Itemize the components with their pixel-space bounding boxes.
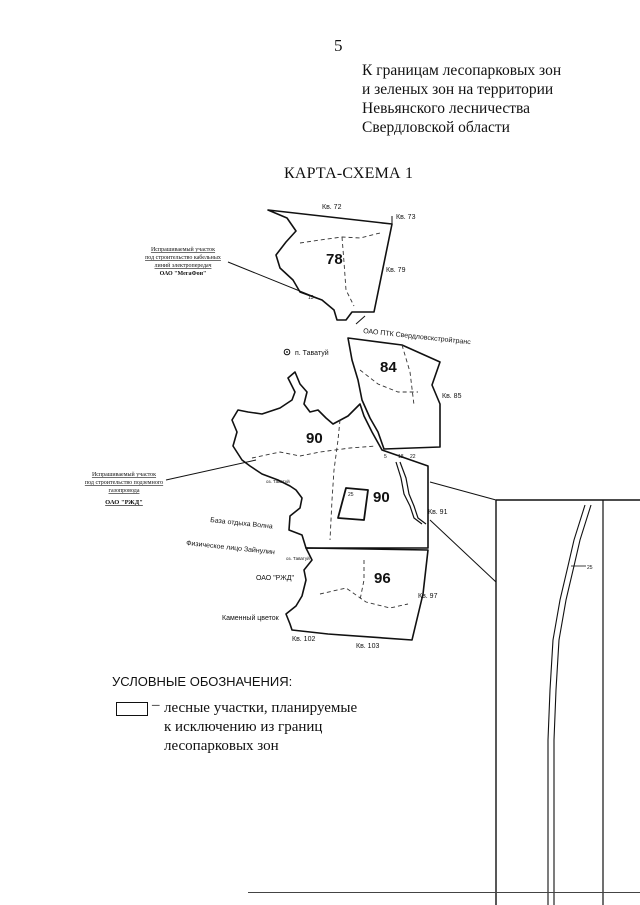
legend-line-1: лесные участки, планируемые bbox=[164, 700, 358, 716]
excluded-parcel-25 bbox=[337, 487, 369, 521]
label-kv85: Кв. 85 bbox=[442, 393, 462, 400]
quarter-90-internal-line-2 bbox=[329, 419, 341, 541]
label-rzd: ОАО "РЖД" bbox=[256, 575, 294, 582]
cable-callout-line-1: Испрашиваемый участок bbox=[151, 246, 215, 253]
heading-line-3: Невьянского лесничества bbox=[362, 100, 531, 117]
pipe-callout-line-4: ОАО "РЖД" bbox=[105, 499, 143, 506]
railway-line bbox=[395, 461, 423, 525]
pipe-callout-line-3: газопровода bbox=[108, 488, 139, 494]
label-kv103: Кв. 103 bbox=[356, 643, 379, 650]
tavatuy-settlement-icon bbox=[283, 348, 291, 356]
quarter-90-boundary bbox=[231, 371, 429, 549]
pipe-callout-line-1: Испрашиваемый участок bbox=[92, 471, 156, 478]
label-quarter-84: 84 bbox=[380, 359, 397, 376]
label-num-13: 13 bbox=[308, 295, 314, 301]
label-num-18: 18 bbox=[398, 454, 404, 460]
pipe-callout-line-2: под строительство подземного bbox=[85, 480, 163, 486]
tavatuy-settlement-dot bbox=[286, 351, 288, 353]
label-kv97: Кв. 97 bbox=[418, 593, 438, 600]
quarter-78-internal-line-2 bbox=[341, 236, 355, 307]
label-quarter-90: 90 bbox=[306, 430, 323, 447]
zoom-pointer-top bbox=[429, 481, 497, 501]
legend-swatch-icon bbox=[116, 702, 148, 716]
heading-line-1: К границам лесопарковых зон bbox=[362, 62, 562, 79]
label-kv102: Кв. 102 bbox=[292, 636, 315, 643]
label-quarter-96: 96 bbox=[374, 570, 391, 587]
bottom-rule bbox=[248, 892, 640, 893]
quarter-90-internal-line bbox=[251, 445, 377, 459]
label-inset-25: 25 bbox=[587, 565, 593, 571]
label-kv79: Кв. 79 bbox=[386, 267, 406, 274]
cable-callout-line-3: линий электропередач bbox=[155, 262, 212, 269]
legend-line-3: лесопарковых зон bbox=[164, 738, 279, 754]
quarter-84-boundary bbox=[347, 337, 441, 450]
label-lake-1: оз. Таватуй bbox=[266, 478, 290, 484]
cable-callout-line-4: ОАО "МегаФон" bbox=[160, 271, 207, 277]
quarter-78-internal-line bbox=[299, 232, 381, 244]
label-kv73: Кв. 73 bbox=[396, 214, 416, 221]
legend-dash: – bbox=[152, 697, 160, 713]
zoom-pointer-bottom bbox=[429, 519, 497, 583]
cable-callout-pointer bbox=[227, 261, 323, 301]
ptk-pointer bbox=[355, 315, 366, 325]
label-num-5: 5 bbox=[384, 454, 387, 460]
page-number: 5 bbox=[334, 36, 343, 55]
label-quarter-78: 78 bbox=[326, 251, 343, 268]
label-quarter-90-east: 90 bbox=[373, 489, 390, 506]
label-kamenny: Каменный цветок bbox=[222, 614, 280, 622]
heading-line-2: и зеленых зон на территории bbox=[362, 81, 554, 98]
zoom-inset-road-1 bbox=[547, 504, 586, 905]
quarter-96-internal-line bbox=[319, 587, 409, 609]
railway-line-2 bbox=[399, 461, 427, 525]
quarter-96-boundary bbox=[285, 547, 429, 641]
label-ptk: ОАО ПТК Свердловскстройтранс bbox=[363, 327, 472, 346]
legend-title: УСЛОВНЫЕ ОБОЗНАЧЕНИЯ: bbox=[112, 674, 293, 689]
label-tavatuy: п. Таватуй bbox=[295, 349, 329, 357]
heading-line-4: Свердловской области bbox=[362, 119, 510, 136]
quarter-96-internal-line-2 bbox=[359, 560, 365, 601]
label-parcel-25: 25 bbox=[348, 492, 354, 498]
pipe-callout-pointer bbox=[165, 459, 257, 481]
quarter-84-internal-line-2 bbox=[401, 344, 415, 406]
zoom-inset bbox=[495, 499, 640, 905]
cable-callout-line-2: под строительство кабельных bbox=[145, 254, 221, 261]
map-title: КАРТА-СХЕМА 1 bbox=[284, 165, 414, 182]
label-kv72: Кв. 72 bbox=[322, 204, 342, 211]
label-num-22: 22 bbox=[410, 454, 416, 460]
legend-line-2: к исключению из границ bbox=[164, 719, 323, 735]
zoom-inset-road-2 bbox=[553, 504, 592, 905]
label-kv91: Кв. 91 bbox=[428, 509, 448, 516]
document-heading: К границам лесопарковых зон и зеленых зо… bbox=[362, 61, 561, 137]
zoom-inset-frame bbox=[495, 499, 640, 905]
legend-description: лесные участки, планируемые к исключению… bbox=[164, 699, 357, 756]
label-lake-2: оз. Таватуй bbox=[286, 555, 310, 561]
label-baza: База отдыха Волна bbox=[210, 517, 273, 531]
label-zaynulin: Физическое лицо Зайнулин bbox=[186, 539, 276, 556]
